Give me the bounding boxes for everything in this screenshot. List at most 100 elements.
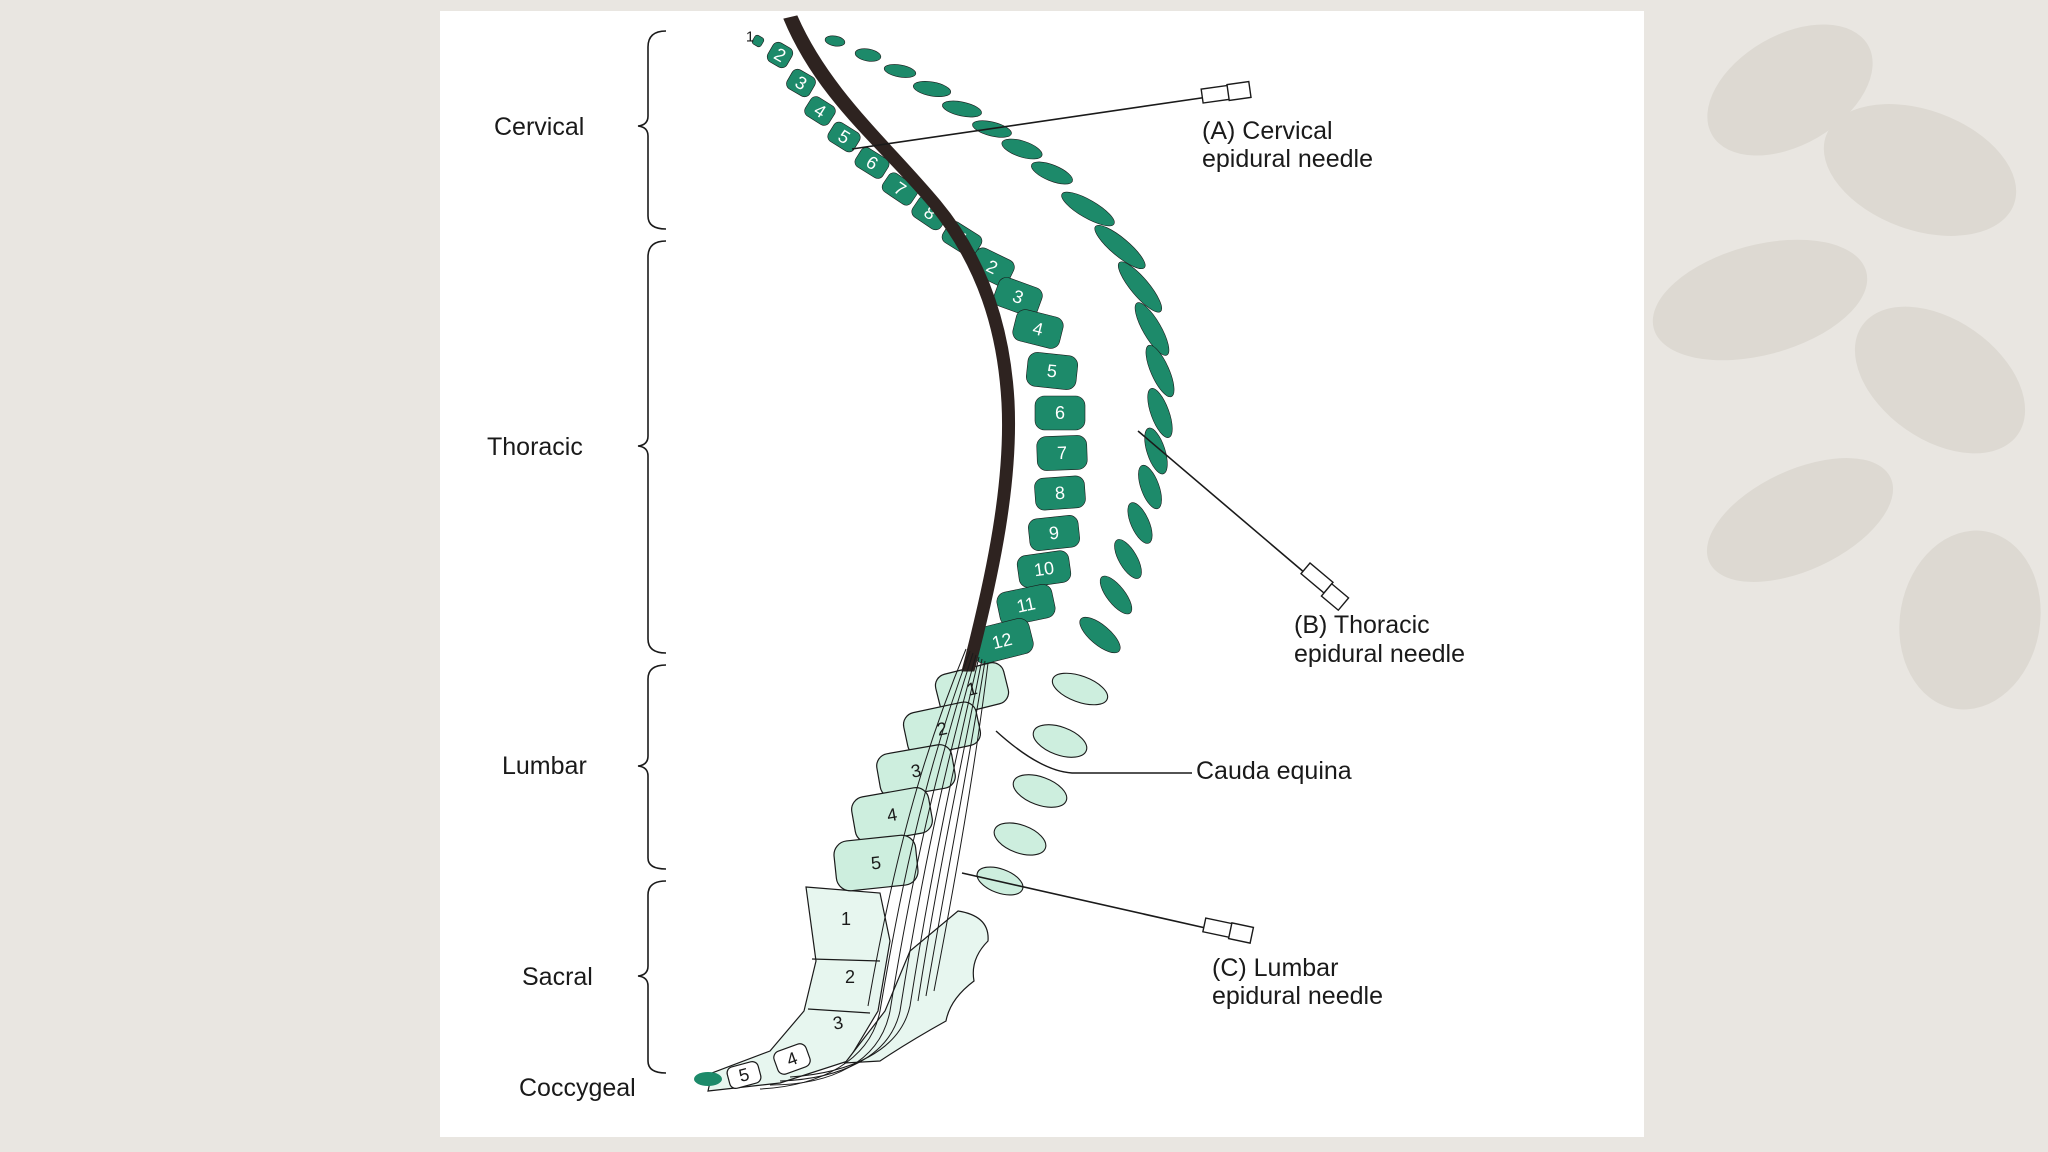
vertebral-bodies: 234567812345678910111212345123451: [694, 29, 1088, 1089]
vertebra-body: [786, 68, 816, 98]
vertebra-number: 5: [870, 853, 882, 874]
callout-lumbar-line1: (C) Lumbar: [1212, 954, 1338, 982]
vertebra-body: [726, 1061, 762, 1089]
vertebra-cervical-3: 3: [786, 68, 816, 98]
spinous-process: [993, 822, 1047, 856]
spinous-process: [1051, 672, 1109, 706]
vertebra-cervical-4: 4: [804, 96, 836, 126]
vertebra-number: 11: [1015, 593, 1037, 616]
brace-cervical: [637, 30, 667, 230]
vertebra-body: [773, 1043, 811, 1075]
vertebra-body: [854, 147, 890, 179]
callout-cauda-equina: Cauda equina: [1196, 757, 1352, 785]
vertebra-body: [766, 41, 794, 69]
callout-thoracic-line1: (B) Thoracic: [1294, 611, 1430, 639]
spinous-process: [1099, 575, 1133, 615]
vertebra-thoracic-9: 9: [1028, 515, 1080, 551]
vertebra-thoracic-4: 4: [1012, 309, 1064, 349]
vertebra-body: [1028, 515, 1080, 551]
spinous-process: [1138, 464, 1162, 510]
region-label-coccygeal: Coccygeal: [519, 1074, 636, 1102]
vertebra-thoracic-5: 5: [1026, 352, 1078, 390]
spinous-process: [1032, 724, 1088, 758]
spine-diagram: Cervical Thoracic Lumbar Sacral Coccygea…: [487, 15, 1465, 1102]
spinous-process: [1061, 191, 1115, 227]
vertebra-sacral-2: 2: [845, 967, 855, 987]
vertebra-number: 4: [885, 804, 898, 825]
vertebra-body: [1034, 395, 1086, 431]
vertebra-body: [804, 96, 836, 126]
vertebra-number: 1: [841, 909, 851, 929]
vertebra-number: 9: [1048, 523, 1060, 544]
spinous-process: [1114, 539, 1142, 579]
vertebra-number: 3: [831, 1012, 844, 1033]
callout-cervical-line2: epidural needle: [1202, 145, 1373, 173]
callout-thoracic-line2: epidural needle: [1294, 640, 1465, 668]
cauda-equina-leader: [995, 730, 1192, 774]
spinous-process: [1127, 502, 1153, 544]
cervical-epidural-needle: [851, 80, 1252, 150]
thoracic-epidural-needle: [1137, 430, 1350, 612]
vertebra-lumbar-5: 5: [833, 834, 919, 892]
spinous-process: [942, 100, 982, 118]
vertebra-thoracic-7: 7: [1036, 435, 1088, 471]
spinous-processes: [824, 35, 1175, 896]
vertebra-number: 6: [1055, 403, 1065, 423]
vertebra-body: [993, 277, 1043, 317]
region-braces: [637, 30, 667, 1074]
spinous-process: [1145, 344, 1175, 398]
region-label-cervical: Cervical: [494, 113, 584, 141]
vertebra-number: 3: [909, 760, 922, 781]
vertebra-number: 5: [1046, 361, 1058, 382]
lumbar-epidural-needle: [961, 872, 1255, 944]
vertebra-body: [827, 121, 861, 153]
cauda-equina-nerves: [759, 648, 989, 1090]
region-label-thoracic: Thoracic: [487, 433, 583, 461]
vertebra-thoracic-11: 11: [996, 584, 1056, 626]
vertebra-number: 8: [1054, 483, 1065, 504]
background-leaf-decoration: [1652, 24, 2041, 710]
vertebra-body: [996, 584, 1056, 626]
vertebra-body: [1034, 475, 1086, 511]
brace-sacral: [637, 880, 667, 1074]
vertebra-cervical-2: 2: [766, 41, 794, 69]
vertebra-number: 12: [990, 629, 1014, 653]
vertebra-number: 10: [1033, 558, 1056, 581]
vertebra-thoracic-8: 8: [1034, 475, 1086, 511]
vertebra-thoracic-10: 10: [1016, 550, 1072, 588]
vertebra-body: [833, 834, 919, 892]
vertebra-number: 7: [1057, 443, 1068, 463]
spinous-process: [1001, 138, 1043, 160]
vertebra-coccygeal-4: 4: [773, 1043, 811, 1075]
vertebra-cervical-1: [751, 34, 765, 48]
spinous-process: [1031, 161, 1073, 185]
callout-cervical-line1: (A) Cervical: [1202, 117, 1333, 145]
sacrum-posterior: [843, 910, 989, 1064]
vertebra-thoracic-3: 3: [993, 277, 1043, 317]
vertebra-sacral-3: 3: [831, 1012, 844, 1033]
spinous-process: [824, 35, 846, 47]
spinous-process: [1079, 616, 1121, 654]
vertebra-lumbar-4: 4: [851, 787, 933, 843]
spinous-process: [1118, 261, 1162, 313]
region-label-lumbar: Lumbar: [502, 752, 587, 780]
vertebra-body: [1026, 352, 1078, 390]
spinous-process: [1144, 427, 1168, 475]
brace-lumbar: [637, 664, 667, 870]
vertebra-number: 5: [737, 1064, 752, 1086]
spinous-process: [854, 48, 882, 62]
spinal-cord: [783, 15, 1016, 672]
vertebra-coccygeal-5: 5: [726, 1061, 762, 1089]
spinous-process: [1094, 225, 1146, 269]
vertebra-number: 4: [1031, 318, 1046, 340]
vertebra-body: [1012, 309, 1064, 349]
spinous-process: [1012, 774, 1068, 808]
brace-thoracic: [637, 240, 667, 654]
spinous-process: [883, 64, 917, 78]
coccyx-tip: [694, 1072, 722, 1086]
callout-lumbar-line2: epidural needle: [1212, 982, 1383, 1010]
region-label-sacral: Sacral: [522, 963, 593, 991]
vertebra-thoracic-12: 12: [970, 618, 1034, 664]
spinous-process: [912, 81, 952, 97]
vertebra-number: 2: [845, 967, 855, 987]
